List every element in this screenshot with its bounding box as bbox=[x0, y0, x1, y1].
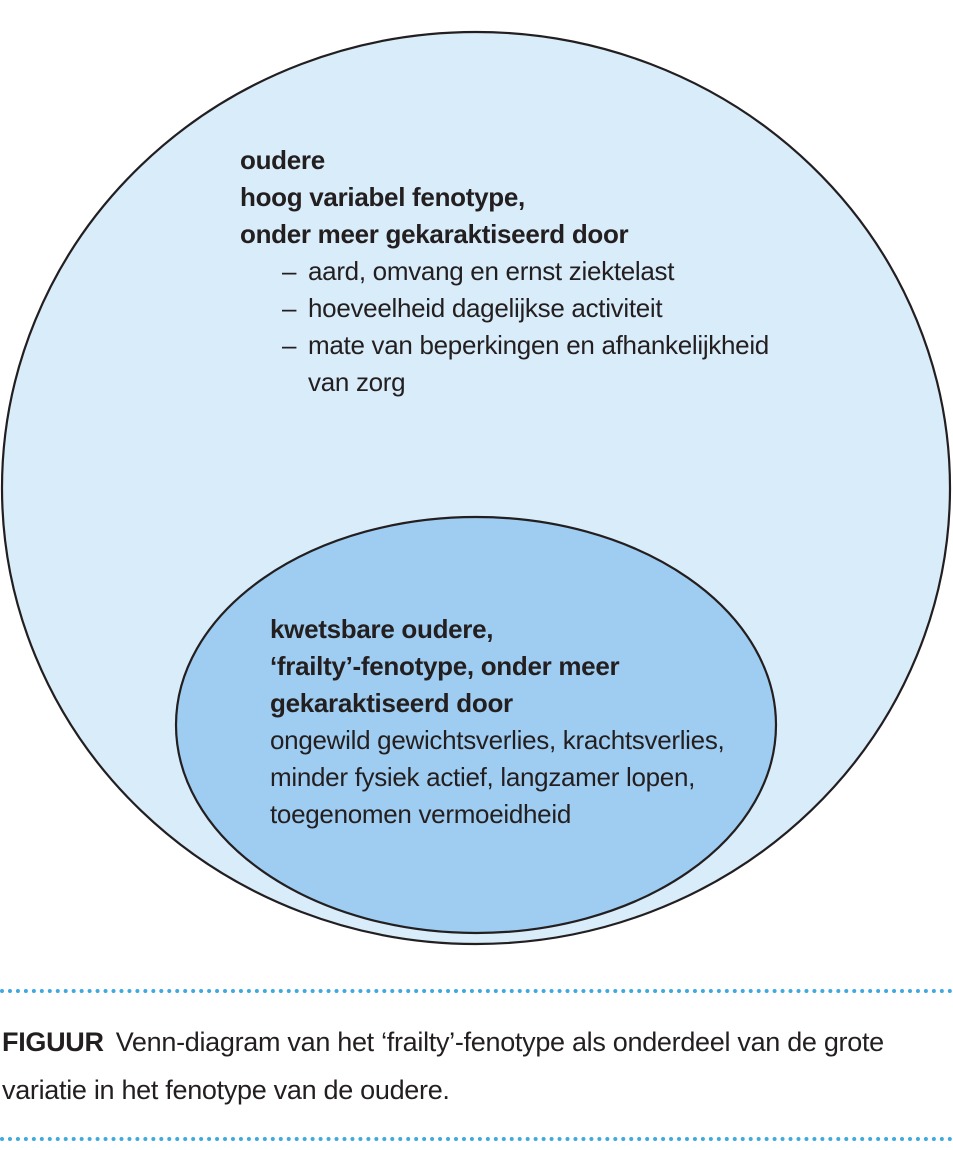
caption-top-divider bbox=[0, 989, 953, 993]
list-item: – aard, omvang en ernst ziektelast bbox=[282, 253, 769, 290]
inner-heading-line: kwetsbare oudere, bbox=[270, 614, 494, 644]
outer-set-label: oudere hoog variabel fenotype, onder mee… bbox=[240, 142, 769, 401]
list-item-text: aard, omvang en ernst ziektelast bbox=[308, 256, 675, 286]
venn-diagram bbox=[0, 30, 952, 946]
list-item: – mate van beperkingen en afhankelijkhei… bbox=[282, 327, 769, 401]
inner-set-label: kwetsbare oudere, ‘frailty’-fenotype, on… bbox=[270, 611, 725, 833]
caption-label: FIGUUR bbox=[2, 1027, 104, 1057]
dash-marker: – bbox=[282, 293, 297, 323]
inner-heading-line: gekaraktiseerd door bbox=[270, 688, 513, 718]
list-item-continuation: van zorg bbox=[308, 367, 406, 397]
outer-heading-line: hoog variabel fenotype, bbox=[240, 182, 525, 212]
list-item-text: mate van beperkingen en afhankelijkheid bbox=[308, 330, 769, 360]
inner-body-line: ongewild gewichtsverlies, krachtsverlies… bbox=[270, 725, 725, 755]
list-item-text: hoeveelheid dagelijkse activiteit bbox=[308, 293, 663, 323]
inner-body-line: minder fysiek actief, langzamer lopen, bbox=[270, 762, 696, 792]
inner-heading-line: ‘frailty’-fenotype, onder meer bbox=[270, 651, 620, 681]
dash-marker: – bbox=[282, 330, 297, 360]
inner-body-line: toegenomen vermoeidheid bbox=[270, 799, 571, 829]
outer-characteristics-list: – aard, omvang en ernst ziektelast – hoe… bbox=[240, 253, 769, 401]
dash-marker: – bbox=[282, 256, 297, 286]
outer-heading-line: oudere bbox=[240, 145, 325, 175]
outer-heading-line: onder meer gekaraktiseerd door bbox=[240, 219, 629, 249]
list-item: – hoeveelheid dagelijkse activiteit bbox=[282, 290, 769, 327]
inner-set-ellipse bbox=[174, 515, 778, 935]
caption-text: Venn-diagram van het ‘frailty’-fenotype … bbox=[2, 1027, 884, 1105]
caption-bottom-divider bbox=[0, 1137, 953, 1141]
